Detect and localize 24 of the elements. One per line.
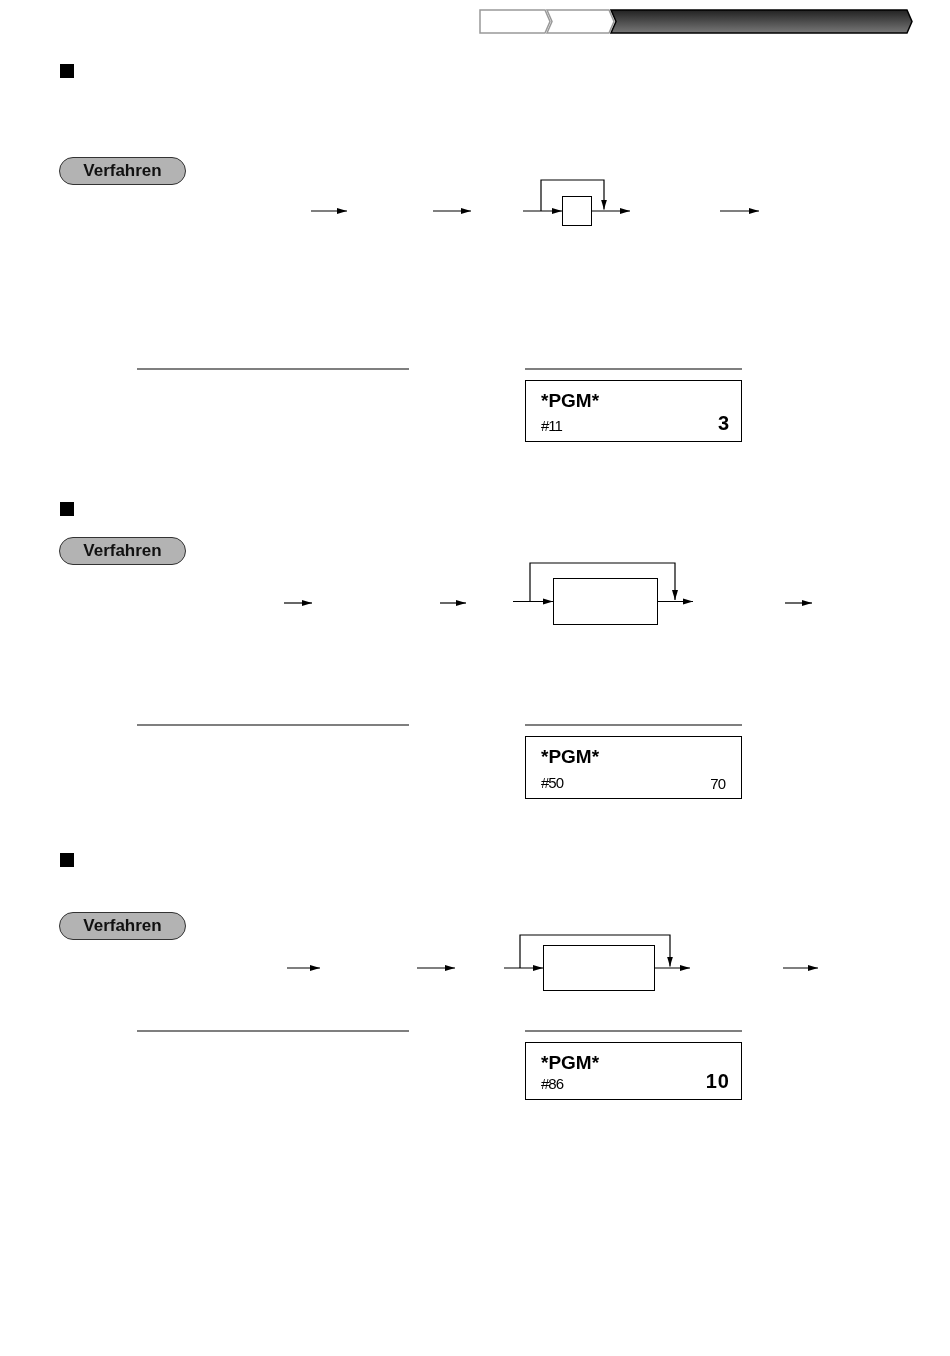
arrow	[654, 965, 691, 971]
arrow	[522, 208, 563, 214]
procedure-label-pill: Verfahren	[59, 537, 186, 565]
arrow	[591, 208, 631, 214]
display-code: #11	[541, 417, 562, 434]
receipt-display-box	[525, 1042, 742, 1100]
display-value: 10	[705, 1070, 730, 1093]
key-box	[543, 945, 655, 991]
arrow	[503, 965, 544, 971]
key-box	[562, 196, 592, 226]
receipt-display-box	[525, 736, 742, 799]
arrow	[657, 598, 694, 605]
display-value: 3	[717, 412, 730, 435]
procedure-label-pill: Verfahren	[59, 157, 186, 185]
display-heading: *PGM*	[541, 390, 600, 412]
display-value: 70	[710, 775, 725, 792]
display-code: #86	[541, 1075, 564, 1092]
display-heading: *PGM*	[541, 746, 600, 768]
arrow	[512, 598, 554, 605]
display-heading: *PGM*	[541, 1052, 600, 1074]
display-code: #50	[541, 774, 564, 791]
receipt-display-box	[525, 380, 742, 442]
key-box	[553, 578, 658, 625]
procedure-label-pill: Verfahren	[59, 912, 186, 940]
